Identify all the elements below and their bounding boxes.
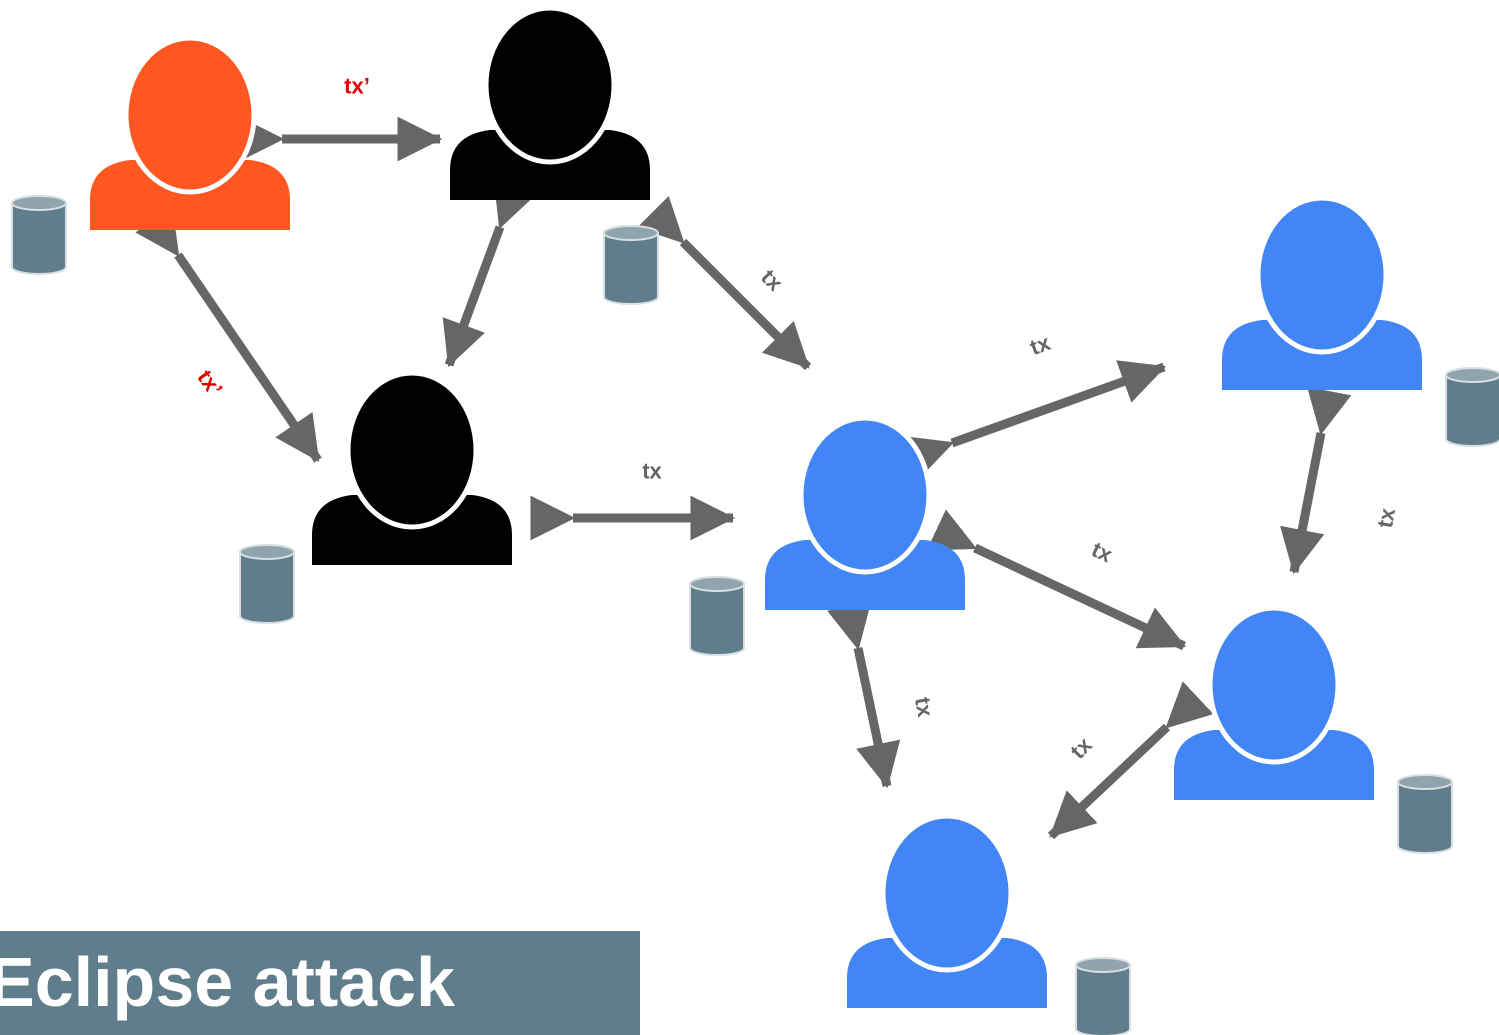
edge-label: tx’ <box>192 365 227 400</box>
person-icon <box>847 813 1047 1008</box>
edge-label: tx’ <box>344 74 370 99</box>
edge-honest-center-to-honest-bottom <box>827 601 901 789</box>
double-arrow-icon <box>904 360 1167 479</box>
person-icon <box>312 370 512 565</box>
database-icon <box>1445 367 1499 447</box>
edge-label: tx <box>1372 505 1400 529</box>
edge-honest-topright-to-honest-right <box>1280 386 1352 575</box>
diagram-title: Eclipse attack <box>0 943 455 1021</box>
database-icon <box>239 544 295 624</box>
double-arrow-icon <box>926 509 1187 651</box>
edge-label: tx <box>642 459 662 484</box>
node-attacker <box>11 35 290 275</box>
node-honest-right <box>1174 605 1453 854</box>
double-arrow-icon <box>1280 386 1352 575</box>
edge-attacker-to-eclipse-mid <box>135 207 322 463</box>
edge-label: tx <box>910 695 938 719</box>
edge-label: tx <box>1088 537 1117 568</box>
double-arrow-icon <box>827 601 901 789</box>
edge-honest-right-to-honest-bottom <box>1047 681 1214 840</box>
database-icon <box>1075 957 1131 1035</box>
database-icon <box>1397 774 1453 854</box>
node-eclipse-mid <box>239 370 512 624</box>
double-arrow-icon <box>636 195 812 371</box>
database-icon <box>11 195 67 275</box>
title-banner: Eclipse attack <box>0 931 640 1035</box>
double-arrow-icon <box>1047 681 1214 840</box>
node-eclipse-top <box>450 5 659 305</box>
edge-honest-center-to-honest-right <box>926 509 1187 651</box>
edge-label: tx <box>1065 732 1097 764</box>
edge-eclipse-top-to-honest-center <box>636 195 812 371</box>
person-icon <box>1222 195 1422 390</box>
edge-honest-center-to-honest-topright <box>904 360 1167 479</box>
node-honest-center <box>689 415 965 656</box>
person-icon <box>450 5 650 200</box>
node-honest-topright <box>1222 195 1499 447</box>
node-honest-bottom <box>847 813 1131 1035</box>
double-arrow-icon <box>135 207 322 463</box>
edge-eclipse-top-to-eclipse-mid <box>442 179 536 368</box>
person-icon <box>1174 605 1374 800</box>
double-arrow-icon <box>442 179 536 368</box>
edge-label: tx <box>756 264 788 296</box>
database-icon <box>689 576 745 656</box>
person-icon <box>765 415 965 610</box>
person-icon <box>90 35 290 230</box>
edge-label: tx <box>1027 330 1055 360</box>
database-icon <box>603 225 659 305</box>
